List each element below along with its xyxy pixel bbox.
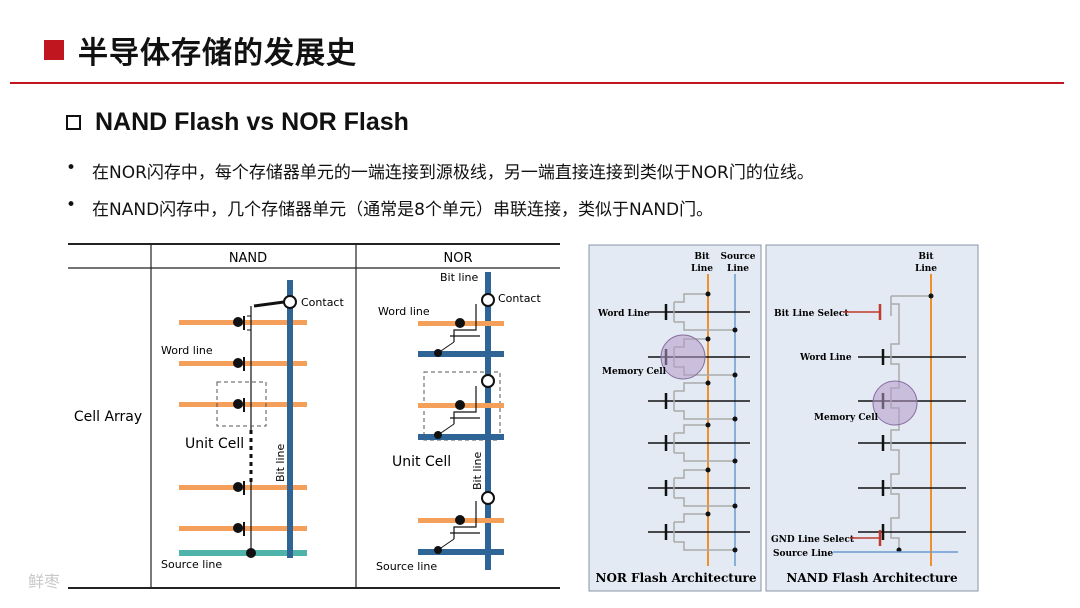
source-line: [179, 550, 307, 556]
contact-node: [481, 491, 495, 505]
nor-architecture-panel: Bit Line Source Line Word Line: [588, 244, 762, 592]
contact-node: [283, 295, 297, 309]
source-line: [418, 549, 504, 555]
nor-word-line-label: Word Line: [597, 309, 650, 319]
gnd-line-select-label: GND Line Select: [771, 535, 855, 545]
transistor: [233, 481, 245, 495]
bullet-text: 在NAND闪存中，几个存储器单元（通常是8个单元）串联连接，类似于NAND门。: [92, 200, 714, 220]
section-title: NAND Flash vs NOR Flash: [95, 108, 409, 136]
nand-memory-cell-label: Memory Cell: [814, 413, 879, 423]
flash-architecture-diagrams: Bit Line Source Line Word Line: [588, 244, 979, 592]
nand-bit-label: Line: [915, 264, 937, 274]
bit-line: [485, 272, 491, 570]
transistor: [434, 304, 480, 357]
row-label-cell-array: Cell Array: [74, 409, 142, 425]
nor-source-label: Line: [727, 264, 749, 274]
bit-line: [287, 280, 293, 558]
contact-node: [481, 374, 495, 388]
nand-bit-line-label: Bit line: [274, 444, 287, 482]
nand-architecture-panel: Bit Line Bit Line Select Word Line Memor…: [765, 244, 979, 592]
contact-node: [481, 293, 495, 307]
source-node: [246, 548, 256, 558]
bullet-dot: •: [66, 158, 77, 178]
source-line: [418, 351, 504, 357]
nand-caption: NAND Flash Architecture: [786, 571, 958, 585]
source-line: [418, 434, 504, 440]
nor-diagram: Bit line Contact Word line Unit Cell Bit…: [376, 271, 541, 573]
memory-cell-highlight: [872, 380, 918, 426]
memory-cell-highlight: [660, 334, 706, 380]
nand-unit-cell-label: Unit Cell: [185, 436, 244, 452]
section-heading: NAND Flash vs NOR Flash: [66, 108, 409, 137]
nor-caption: NOR Flash Architecture: [595, 571, 756, 585]
page-title: 半导体存储的发展史: [78, 36, 357, 71]
nor-bit-line-label: Bit line: [471, 452, 484, 490]
title-marker: [44, 40, 64, 60]
nor-memory-cell-label: Memory Cell: [602, 367, 667, 377]
transistor: [434, 501, 480, 554]
nand-word-line-label: Word line: [161, 344, 213, 357]
nor-source-line-label: Source line: [376, 560, 437, 573]
nor-word-line-label: Word line: [378, 305, 430, 318]
bullet-item: • 在NOR闪存中，每个存储器单元的一端连接到源极线，另一端直接连接到类似于NO…: [66, 158, 814, 195]
bullet-list: • 在NOR闪存中，每个存储器单元的一端连接到源极线，另一端直接连接到类似于NO…: [66, 158, 814, 232]
unit-cell-box: [216, 381, 267, 427]
nor-bit-label: Bit: [694, 252, 710, 262]
bullet-item: • 在NAND闪存中，几个存储器单元（通常是8个单元）串联连接，类似于NAND门…: [66, 195, 814, 232]
transistor: [434, 386, 480, 439]
watermark-text: 鲜枣: [28, 572, 61, 591]
transistor: [233, 315, 251, 331]
transistor: [233, 522, 245, 536]
nor-bit-label: Line: [691, 264, 713, 274]
nor-contact-label: Contact: [498, 292, 541, 305]
bullet-dot: •: [66, 195, 77, 215]
section-marker: [66, 115, 81, 130]
title-divider: [10, 82, 1064, 84]
nand-source-line-label: Source line: [161, 558, 222, 571]
bullet-text: 在NOR闪存中，每个存储器单元的一端连接到源极线，另一端直接连接到类似于NOR门…: [92, 163, 814, 183]
nand-bit-label: Bit: [918, 252, 934, 262]
nand-string: [890, 295, 931, 552]
nand-word-line-label: Word Line: [799, 353, 852, 363]
transistor: [233, 357, 245, 371]
nor-source-label: Source: [721, 252, 756, 262]
nand-contact-label: Contact: [301, 296, 344, 309]
transistor: [233, 398, 245, 412]
nand-column-header: NAND: [229, 251, 267, 266]
bit-line-select-label: Bit Line Select: [774, 309, 849, 319]
nor-nodes: [705, 291, 738, 553]
nor-unit-cell-label: Unit Cell: [392, 454, 451, 470]
nor-bit-line-top-label: Bit line: [440, 271, 478, 284]
cell-array-table: NAND NOR Cell Array Contact Word line Un…: [68, 243, 560, 589]
page-header: 半导体存储的发展史: [44, 28, 357, 72]
nand-diagram: Contact Word line Unit Cell Bit line Sou…: [161, 280, 344, 571]
source-line-label: Source Line: [773, 549, 833, 559]
nor-column-header: NOR: [444, 251, 473, 266]
